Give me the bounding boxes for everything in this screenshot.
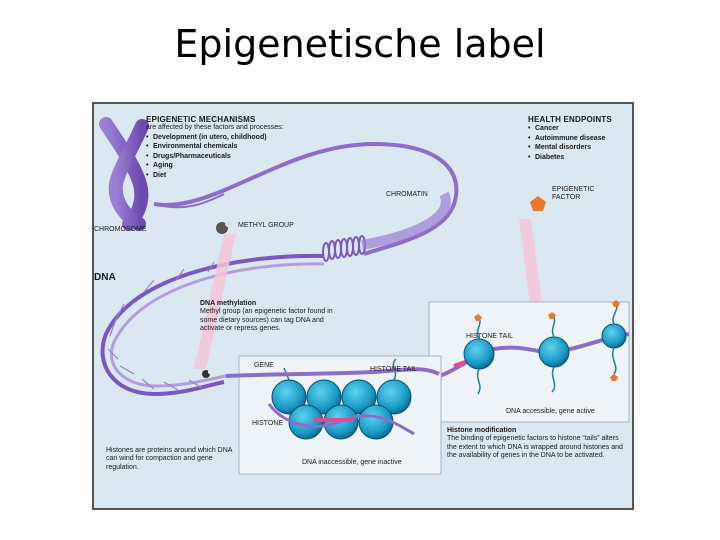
dna-accessible-label: DNA accessible, gene active (506, 408, 595, 415)
mechanisms-heading: EPIGENETIC MECHANISMS (146, 115, 256, 124)
epigenetic-factor-icon (530, 196, 546, 211)
health-item: Autoimmune disease (528, 134, 632, 144)
health-item: Diabetes (528, 153, 632, 163)
health-item: Mental disorders (528, 143, 632, 153)
histone-tail-label-upper: HISTONE TAIL (466, 333, 514, 340)
methyl-group-label: METHYL GROUP (238, 222, 294, 229)
mechanisms-subheading: are affected by these factors and proces… (146, 124, 284, 132)
mechanism-item: Aging (146, 161, 346, 171)
health-heading: HEALTH ENDPOINTS (528, 115, 612, 124)
histone-label: HISTONE (252, 420, 283, 427)
chromosome-label: CHROMOSOME (94, 226, 147, 233)
slide-title: Epigenetische label (174, 22, 546, 66)
health-list: Cancer Autoimmune disease Mental disorde… (528, 124, 632, 163)
histone-modification-text: The binding of epigenetic factors to his… (447, 435, 623, 459)
mechanism-item: Environmental chemicals (146, 142, 346, 152)
chromosome-graphic (99, 117, 149, 231)
epigenetics-figure: EPIGENETIC MECHANISMS are affected by th… (92, 102, 634, 510)
dna-inaccessible-label: DNA inaccessible, gene inactive (302, 459, 402, 466)
histones-note: Histones are proteins around which DNA c… (106, 447, 233, 471)
figure-artwork (99, 117, 630, 475)
dna-methylation-block: DNA methylation Methyl group (an epigene… (200, 300, 340, 333)
dna-methylation-title: DNA methylation (200, 300, 257, 307)
chromatin-coil (322, 235, 366, 262)
mechanism-item: Diet (146, 171, 346, 181)
methyl-group-icon (202, 221, 231, 378)
histone-tail-label-lower: HISTONE TAIL (370, 366, 418, 373)
methylation-arrow (194, 234, 236, 369)
gene-label: GENE (254, 362, 274, 369)
histone-modification-block: Histone modification The binding of epig… (447, 427, 629, 460)
dna-label: DNA (94, 272, 116, 283)
histone-modification-title: Histone modification (447, 427, 517, 434)
mechanism-item: Development (in utero, childhood) (146, 133, 346, 143)
mechanisms-block: EPIGENETIC MECHANISMS are affected by th… (146, 115, 346, 181)
chromatin-fiber (153, 141, 459, 256)
epigenetic-factor-arrow (519, 219, 542, 304)
health-block: HEALTH ENDPOINTS Cancer Autoimmune disea… (528, 115, 632, 163)
mechanism-item: Drugs/Pharmaceuticals (146, 152, 346, 162)
chromatin-label: CHROMATIN (386, 191, 428, 198)
epigenetic-factor-label: EPIGENETIC FACTOR (552, 186, 595, 202)
mechanisms-list: Development (in utero, childhood) Enviro… (146, 133, 346, 181)
dna-methylation-text: Methyl group (an epigenetic factor found… (200, 308, 333, 332)
dna-helix (100, 253, 325, 397)
histone-inset-active (428, 301, 630, 423)
health-item: Cancer (528, 124, 632, 134)
